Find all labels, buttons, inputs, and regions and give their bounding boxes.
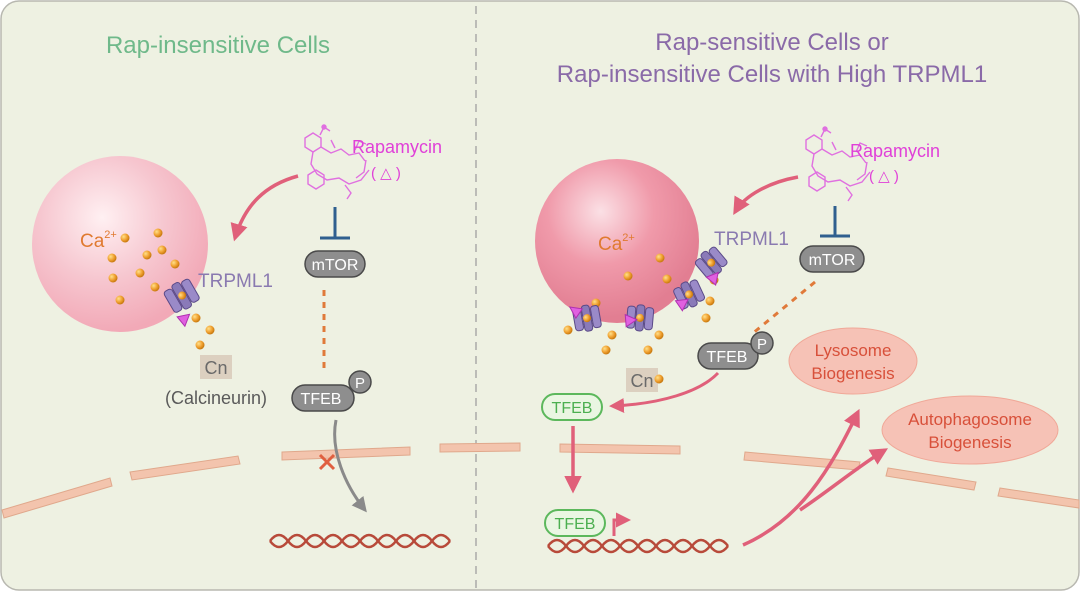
- tfeb-phospho-right: TFEB P: [697, 331, 774, 370]
- blocked-nuclear-import-arrow: [333, 419, 367, 513]
- rapamycin-molecule-right: [805, 126, 871, 202]
- rapamycin-to-lysosome-arrow-right: [733, 175, 799, 216]
- calcium-label-right: Ca2+: [598, 232, 635, 255]
- dephosphorylation-arrow: [609, 371, 720, 413]
- svg-text:mTOR: mTOR: [809, 252, 856, 269]
- nuclear-envelope: [1, 442, 1080, 519]
- mtor-node-right: mTOR: [799, 245, 865, 273]
- arrow-to-lysosome-biogenesis: [742, 408, 860, 547]
- arrow-to-autophagosome-biogenesis: [799, 448, 889, 512]
- svg-text:Autophagosome: Autophagosome: [908, 410, 1032, 429]
- trpml1-label-left: TRPML1: [198, 271, 273, 292]
- mtor-tfeb-dashed-right: [751, 280, 816, 336]
- transcription-start-icon: [612, 512, 631, 536]
- svg-text:Cn: Cn: [204, 358, 227, 378]
- calcineurin-left: Cn: [200, 355, 232, 379]
- autophagosome-biogenesis-outcome: Autophagosome Biogenesis: [881, 395, 1059, 465]
- right-panel-title-line1: Rap-sensitive Cells or: [655, 29, 888, 56]
- tfeb-phospho-left: TFEB P: [291, 370, 372, 412]
- dna-right: [547, 538, 729, 554]
- lysosome-right: [535, 159, 699, 323]
- tfeb-nucleus: TFEB: [544, 509, 606, 537]
- trpml1-channel-right-1: [568, 304, 602, 332]
- trpml1-channel-right-2: [624, 304, 655, 332]
- rapamycin-label-left: Rapamycin: [352, 137, 442, 157]
- svg-text:TFEB: TFEB: [555, 516, 596, 533]
- mtor-inhibition-right: [820, 206, 850, 238]
- svg-text:P: P: [757, 336, 767, 353]
- svg-text:Biogenesis: Biogenesis: [928, 433, 1011, 452]
- lysosome-left: [32, 156, 208, 332]
- blocked-x-icon: [318, 453, 336, 471]
- rapamycin-symbol-left: ( △ ): [371, 165, 401, 182]
- trpml1-channel-right-4: [694, 246, 728, 286]
- mtor-inhibition-left: [320, 207, 350, 240]
- svg-text:Lysosome: Lysosome: [815, 341, 892, 360]
- rapamycin-symbol-right: ( △ ): [869, 168, 899, 185]
- left-panel-title: Rap-insensitive Cells: [106, 32, 330, 59]
- svg-text:TFEB: TFEB: [707, 349, 748, 366]
- svg-text:TFEB: TFEB: [552, 400, 593, 417]
- calcium-ions-left: [107, 228, 215, 350]
- trpml1-channel-left: [163, 278, 200, 328]
- mtor-node-left: mTOR: [304, 250, 366, 278]
- svg-text:mTOR: mTOR: [312, 257, 359, 274]
- calcineurin-label-left: (Calcineurin): [165, 388, 267, 408]
- trpml1-channel-right-3: [673, 279, 706, 312]
- dna-left: [269, 533, 451, 549]
- svg-text:TFEB: TFEB: [301, 391, 342, 408]
- rapamycin-label-right: Rapamycin: [850, 141, 940, 161]
- rapamycin-molecule-left: [304, 124, 370, 200]
- right-panel-title-line2: Rap-insensitive Cells with High TRPML1: [557, 61, 987, 88]
- svg-text:P: P: [355, 375, 365, 392]
- lysosome-biogenesis-outcome: Lysosome Biogenesis: [788, 327, 918, 395]
- calcineurin-right: Cn: [626, 368, 664, 392]
- calcium-label-left: Ca2+: [80, 229, 117, 252]
- trpml1-label-right: TRPML1: [714, 229, 789, 250]
- rapamycin-to-lysosome-arrow-left: [230, 174, 299, 242]
- tfeb-active-cytoplasm: TFEB: [541, 393, 603, 421]
- svg-text:Biogenesis: Biogenesis: [811, 364, 894, 383]
- svg-text:Cn: Cn: [630, 371, 653, 391]
